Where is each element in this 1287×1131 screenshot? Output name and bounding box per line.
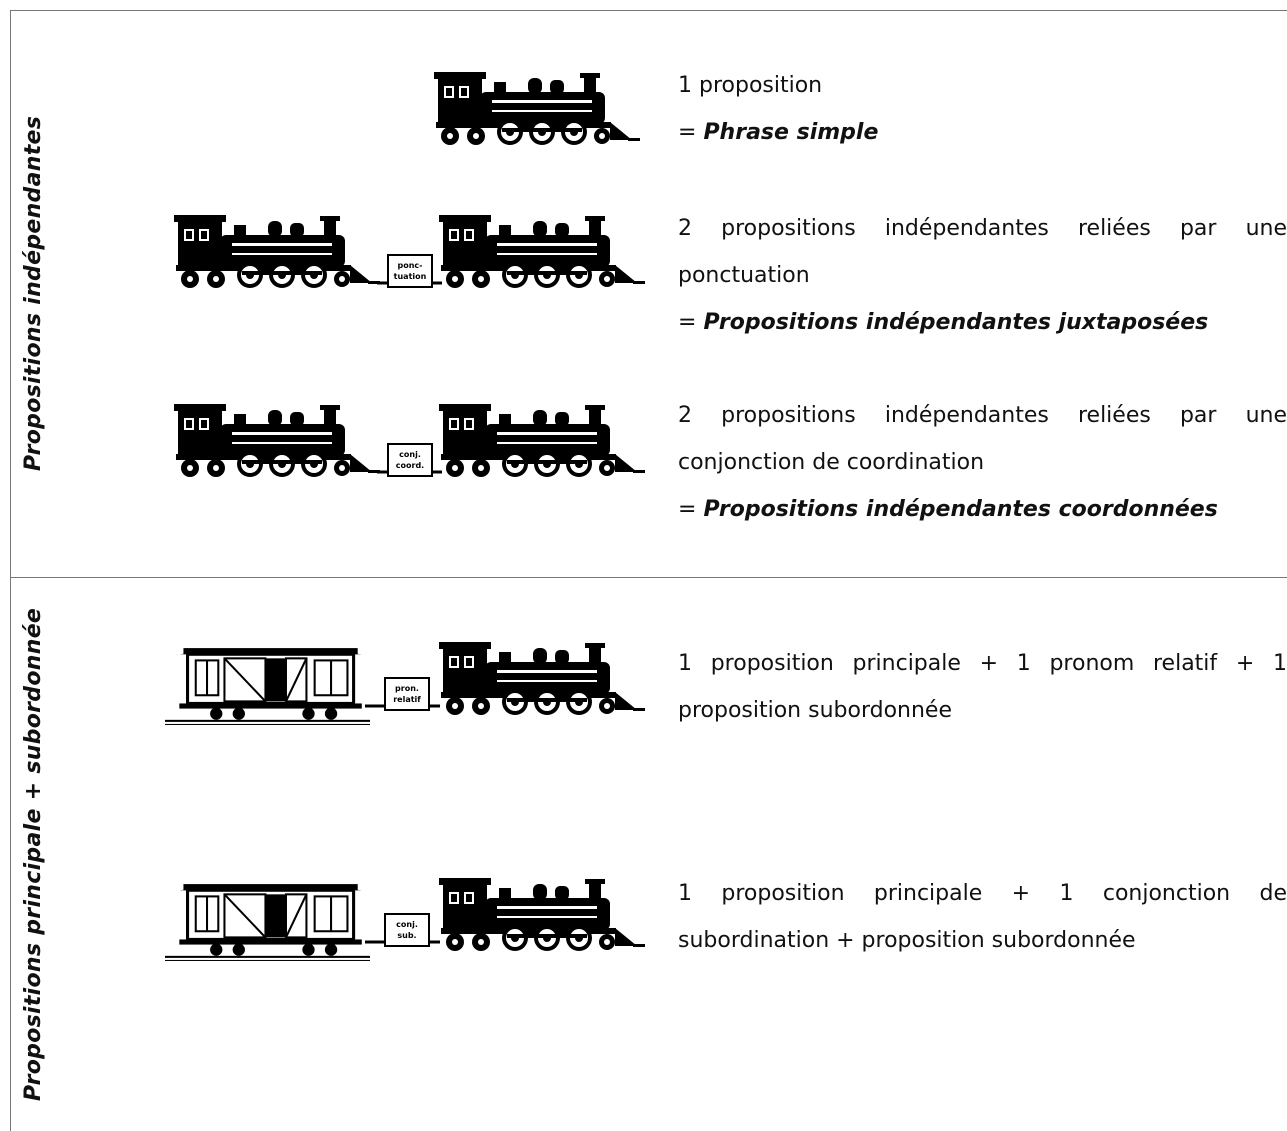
row-description: 2 propositions indépendantes reliées par…: [678, 392, 1287, 533]
result-line: = Phrase simple: [678, 120, 879, 145]
wagon-train-diagram: conj. sub.: [165, 878, 645, 962]
connector-label-line2: coord.: [396, 461, 424, 470]
connector-box: [387, 254, 433, 288]
locomotive-icon: [439, 404, 645, 477]
result-term: Propositions indépendantes coordonnées: [703, 497, 1218, 522]
connector-label-line2: relatif: [393, 695, 421, 704]
connector-label-line1: pron.: [395, 684, 419, 693]
locomotive-icon: [439, 215, 645, 288]
connector-label-line2: tuation: [394, 272, 427, 281]
result-line: = Propositions indépendantes coordonnées: [678, 497, 1218, 522]
description-line: 1 proposition: [678, 73, 823, 98]
connector-box: [384, 677, 430, 711]
description-line: 1 proposition principale + 1 pronom rela…: [678, 651, 1287, 676]
locomotive-icon: [434, 72, 640, 145]
left-border: [10, 10, 11, 1131]
connector-label-line2: sub.: [397, 931, 416, 940]
train-pair-diagram: ponc- tuation: [174, 215, 645, 288]
result-term: Phrase simple: [703, 120, 879, 145]
wagon-icon: [165, 646, 370, 726]
train-pair-diagram: conj. coord.: [174, 404, 645, 477]
row-description: 1 proposition principale + 1 conjonction…: [678, 870, 1287, 964]
wagon-icon: [165, 882, 370, 962]
description-line: ponctuation: [678, 263, 810, 288]
description-line: proposition subordonnée: [678, 698, 952, 723]
connector-box: [384, 913, 430, 947]
locomotive-icon: [439, 878, 645, 951]
result-term: Propositions indépendantes juxtaposées: [703, 310, 1209, 335]
wagon-train-diagram: pron. relatif: [165, 642, 645, 726]
row-description: 2 propositions indépendantes reliées par…: [678, 205, 1287, 346]
description-line: conjonction de coordination: [678, 450, 985, 475]
connector-label-line1: ponc-: [398, 261, 423, 270]
description-line: 2 propositions indépendantes reliées par…: [678, 216, 1287, 241]
connector-label-line1: conj.: [396, 920, 418, 929]
description-line: subordination + proposition subordonnée: [678, 928, 1136, 953]
connector-box: [387, 443, 433, 477]
connector-label-line1: conj.: [399, 450, 421, 459]
description-line: 2 propositions indépendantes reliées par…: [678, 403, 1287, 428]
section-label-principale-subordonnee: Propositions principale + subordonnée: [21, 607, 47, 1102]
section-label-independantes: Propositions indépendantes: [21, 115, 47, 472]
top-border: [10, 10, 1287, 11]
locomotive-icon: [174, 404, 380, 477]
description-line: 1 proposition principale + 1 conjonction…: [678, 881, 1287, 906]
locomotive-icon: [174, 215, 380, 288]
row-description: 1 proposition principale + 1 pronom rela…: [678, 640, 1287, 734]
locomotive-icon: [439, 642, 645, 715]
row-description: 1 proposition = Phrase simple: [678, 62, 1287, 156]
section-divider: [10, 577, 1287, 578]
result-line: = Propositions indépendantes juxtaposées: [678, 310, 1209, 335]
